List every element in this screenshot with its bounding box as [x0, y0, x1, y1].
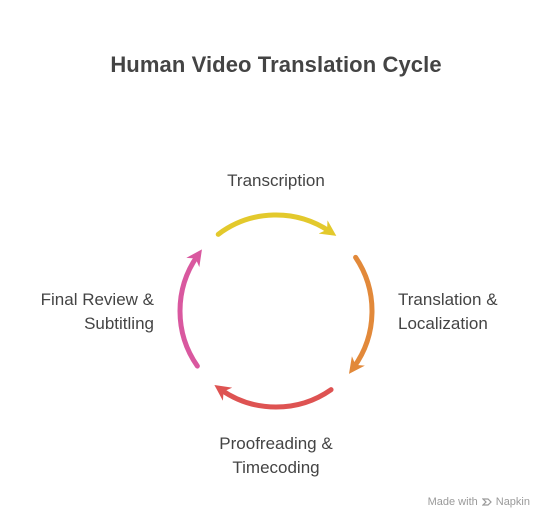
stage-label-line: Transcription	[227, 171, 325, 190]
watermark-prefix: Made with	[427, 496, 478, 508]
made-with-napkin-watermark[interactable]: Made with Napkin	[428, 496, 530, 508]
arc-final-review-subtitling	[177, 249, 202, 369]
stage-label-line: Timecoding	[232, 458, 320, 477]
diagram-title: Human Video Translation Cycle	[110, 52, 442, 77]
napkin-icon	[481, 498, 492, 506]
stage-label-line: Translation &	[398, 290, 498, 309]
stage-label-transcription: Transcription	[176, 169, 376, 193]
stage-label-translation-localization: Translation & Localization	[398, 288, 548, 336]
arc-transcription	[215, 212, 337, 237]
stage-label-line: Proofreading &	[219, 434, 333, 453]
stage-label-proofreading-timecoding: Proofreading & Timecoding	[166, 432, 386, 480]
stage-label-line: Localization	[398, 314, 488, 333]
arc-translation-localization	[348, 254, 375, 374]
stage-label-line: Final Review &	[40, 290, 154, 309]
stage-label-final-review-subtitling: Final Review & Subtitling	[4, 288, 154, 336]
arc-proofreading-timecoding	[214, 385, 334, 410]
stage-label-line: Subtitling	[84, 314, 154, 333]
watermark-brand: Napkin	[495, 496, 530, 508]
